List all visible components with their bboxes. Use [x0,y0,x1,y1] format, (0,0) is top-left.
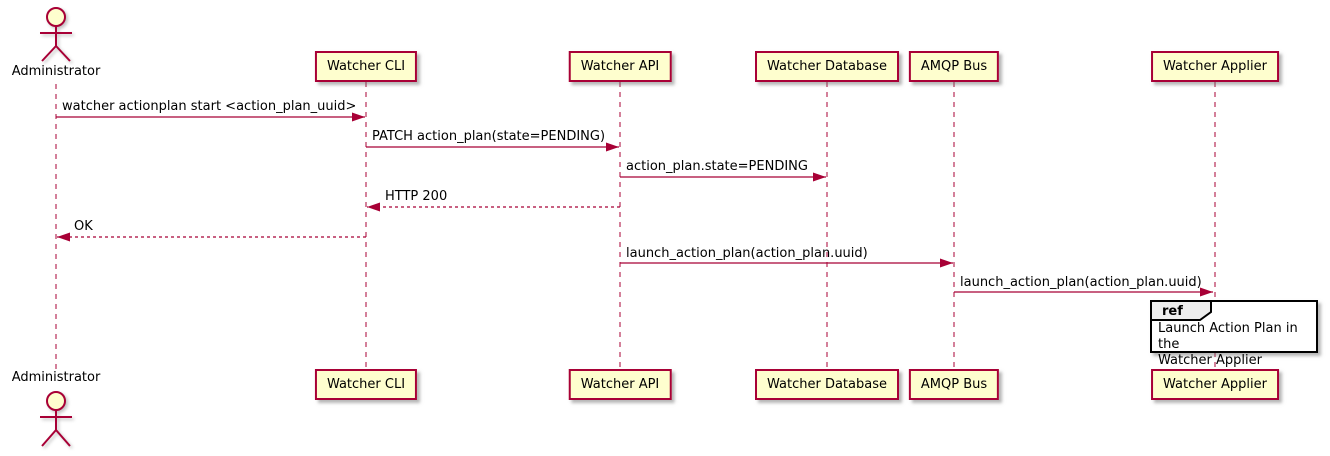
ref-header-pentagon-icon [1150,300,1212,321]
participant-watcher-database-bottom: Watcher Database [755,369,899,400]
actor-label-bottom: Administrator [11,370,101,385]
ref-text: Launch Action Plan in the Watcher Applie… [1158,321,1316,369]
ref-fragment: ref Launch Action Plan in the Watcher Ap… [1150,300,1318,368]
message-label-3: action_plan.state=PENDING [626,159,808,174]
message-label-7: launch_action_plan(action_plan.uuid) [960,275,1202,290]
ref-keyword: ref [1162,304,1183,319]
actor-label-top: Administrator [11,64,101,79]
participant-watcher-database-top: Watcher Database [755,51,899,82]
actor-icon-top [40,7,72,62]
participant-watcher-applier-top: Watcher Applier [1151,51,1279,82]
participant-amqp-bus-top: AMQP Bus [908,51,1000,82]
participant-watcher-api-bottom: Watcher API [568,369,672,400]
message-label-5: OK [74,219,93,234]
participant-watcher-applier-bottom: Watcher Applier [1151,369,1279,400]
participant-watcher-api-top: Watcher API [568,51,672,82]
message-label-1: watcher actionplan start <action_plan_uu… [62,99,357,114]
participant-watcher-cli-top: Watcher CLI [314,51,418,82]
message-label-6: launch_action_plan(action_plan.uuid) [626,246,868,261]
actor-icon-bottom [40,391,72,447]
ref-text-line-2: Watcher Applier [1158,353,1262,368]
message-label-2: PATCH action_plan(state=PENDING) [372,129,606,144]
participant-amqp-bus-bottom: AMQP Bus [908,369,1000,400]
ref-text-line-1: Launch Action Plan in the [1158,321,1298,352]
participant-watcher-cli-bottom: Watcher CLI [314,369,418,400]
message-label-4: HTTP 200 [385,189,448,204]
